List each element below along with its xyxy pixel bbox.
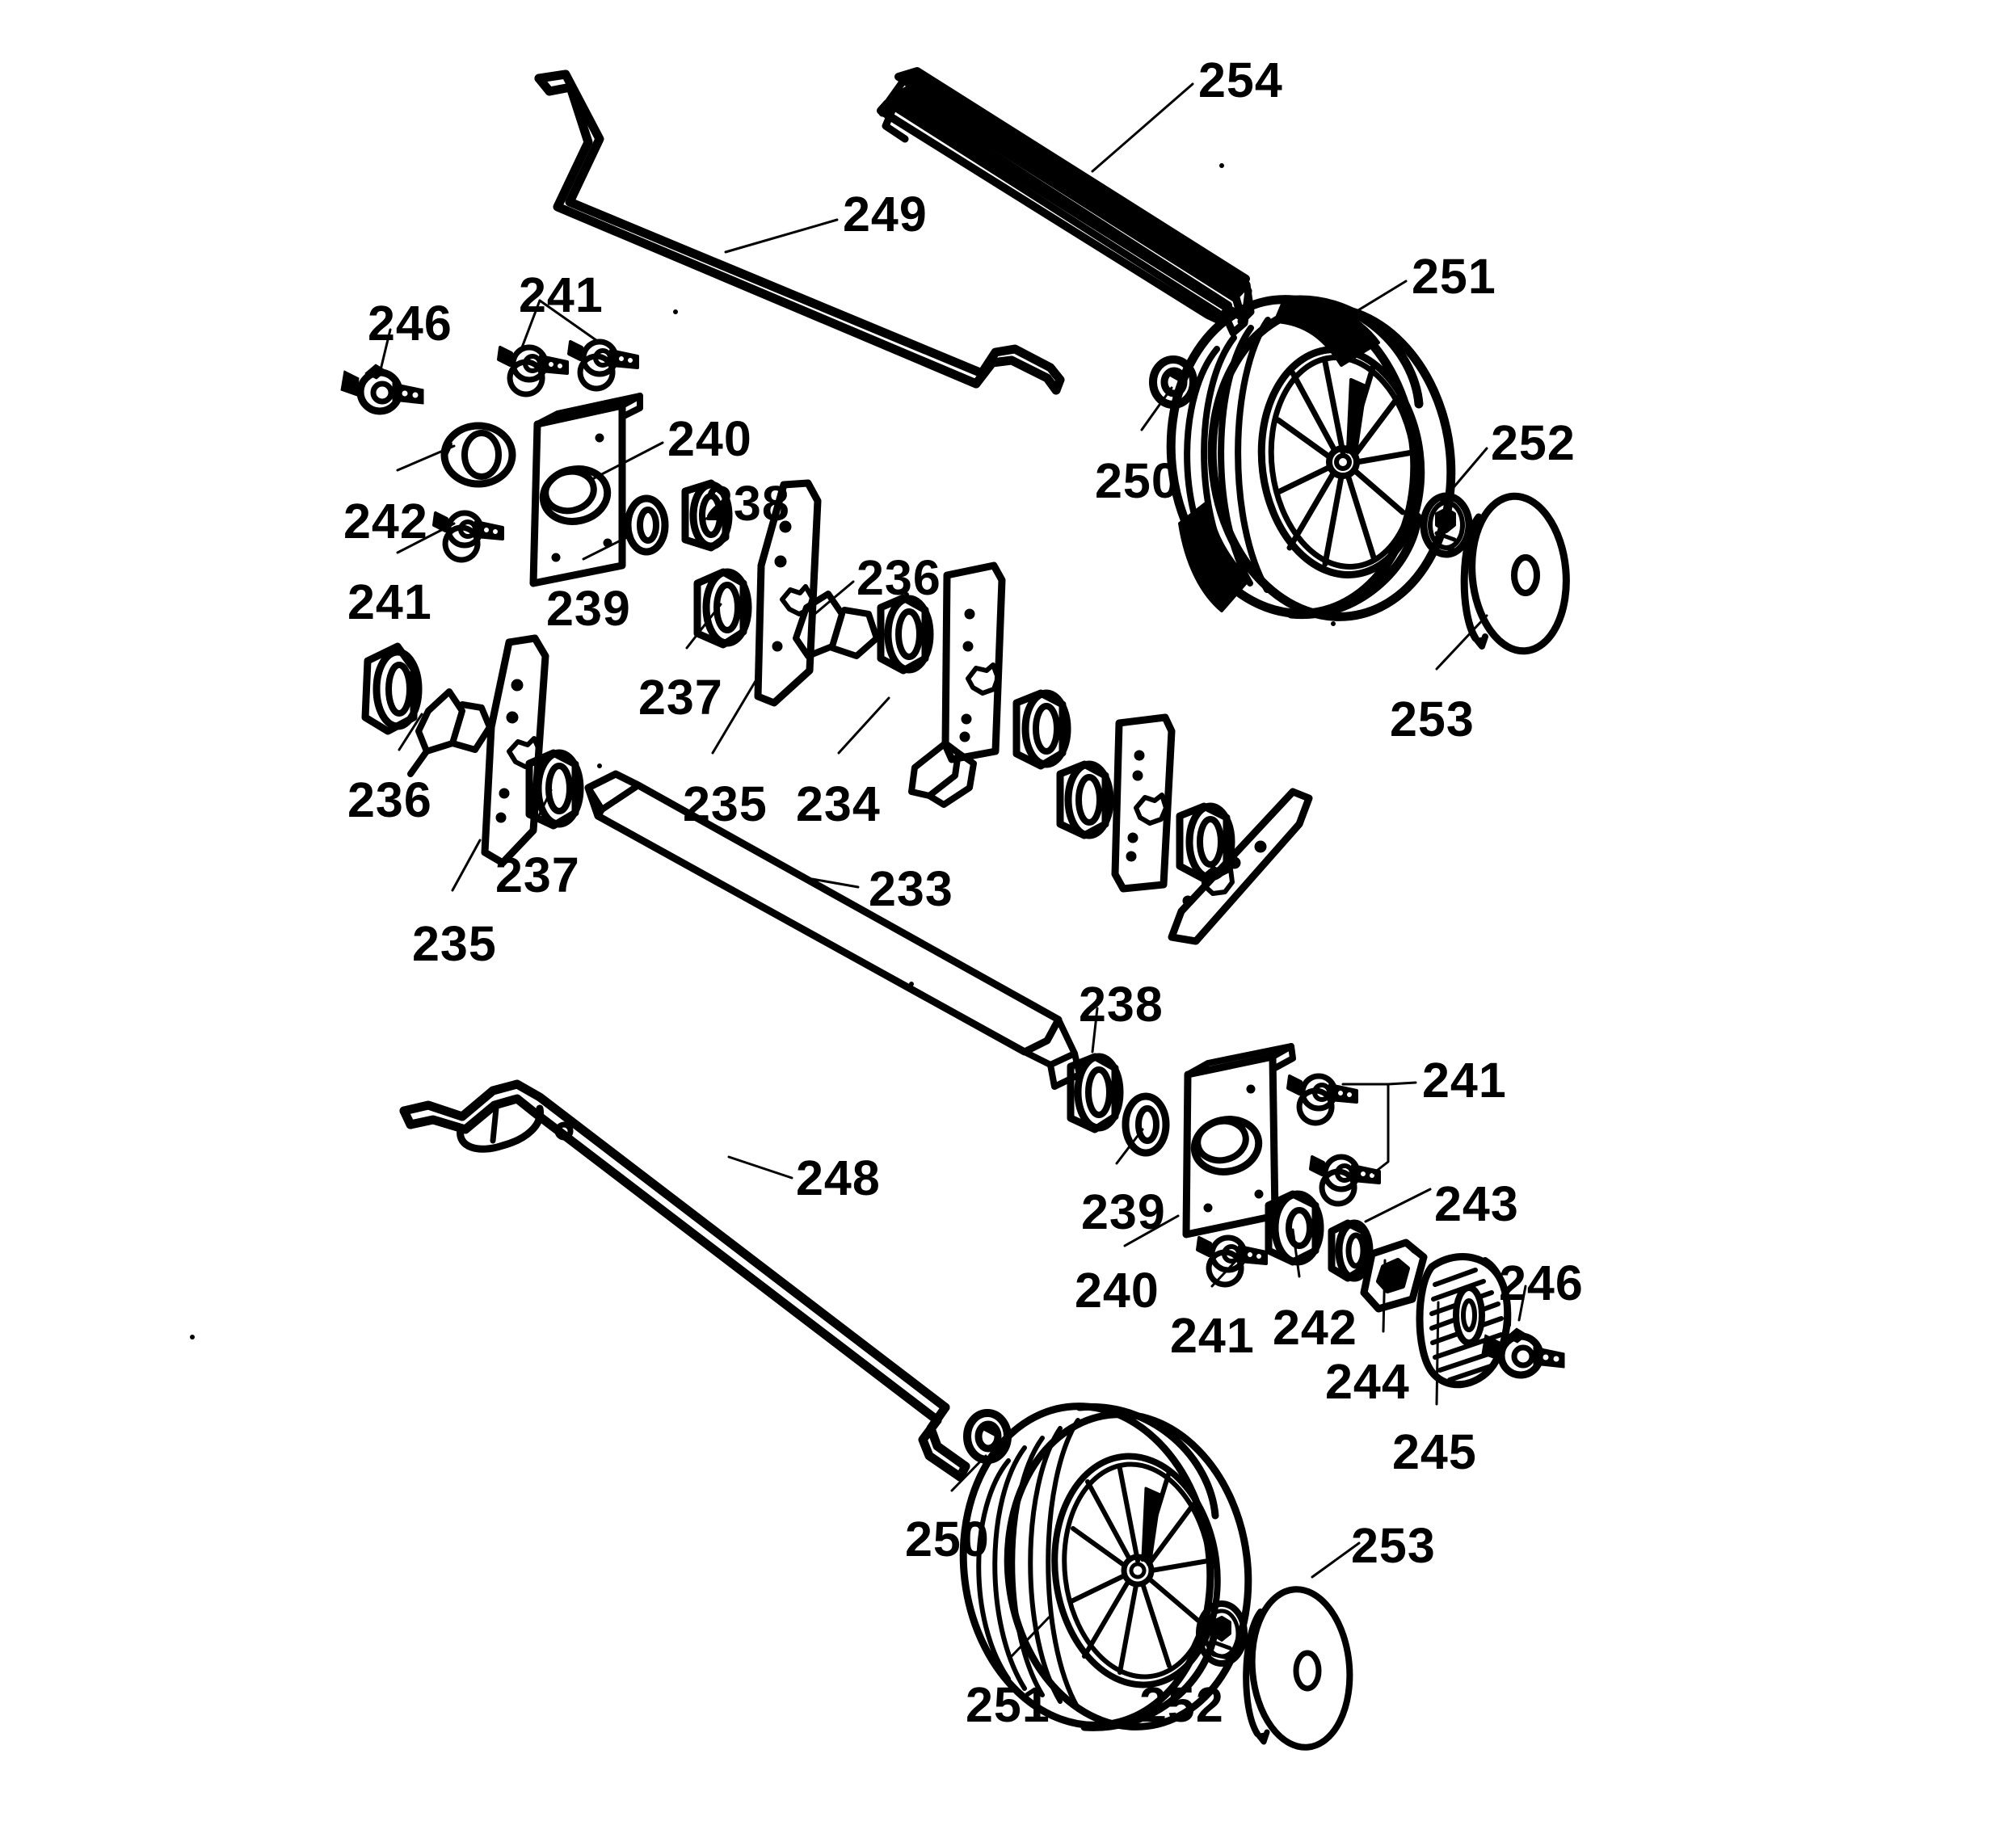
part-250-lock-washer-top bbox=[1149, 355, 1197, 409]
part-254-channel-rail bbox=[877, 67, 1255, 337]
part-245-drive-gear bbox=[1416, 1253, 1512, 1389]
callout-236-top: 236 bbox=[856, 550, 941, 605]
part-252-hub-cap-top bbox=[1420, 492, 1473, 558]
callout-250-top: 250 bbox=[1095, 453, 1180, 508]
part-234-blade-straight bbox=[941, 561, 1006, 763]
part-241-carriage-bolt-lower-b bbox=[1311, 1157, 1379, 1204]
part-236-blade-tip-lower bbox=[361, 642, 423, 735]
part-234-blade-straight-b bbox=[1111, 713, 1176, 893]
part-237-spacer-bushing-b bbox=[877, 594, 934, 675]
callout-236-bottom: 236 bbox=[347, 772, 432, 827]
callout-244: 244 bbox=[1325, 1354, 1410, 1409]
callout-242-bottom: 242 bbox=[1273, 1300, 1357, 1355]
callout-254: 254 bbox=[1198, 53, 1283, 107]
part-244-square-bushing bbox=[1360, 1239, 1428, 1313]
callout-239-top: 239 bbox=[546, 581, 631, 636]
callout-253-top: 253 bbox=[1390, 692, 1475, 746]
part-237-spacer-bushing-a bbox=[693, 568, 752, 649]
part-237-spacer-bushing-c bbox=[1012, 689, 1071, 770]
callout-235-top: 235 bbox=[683, 776, 768, 831]
part-251-wheel-tire-top bbox=[1166, 295, 1456, 621]
callout-240-top: 240 bbox=[667, 411, 752, 466]
part-251-wheel-tire-lower bbox=[959, 1403, 1252, 1731]
leader-lines bbox=[378, 82, 1527, 1658]
callout-248: 248 bbox=[796, 1150, 881, 1205]
callout-241-top: 241 bbox=[519, 267, 604, 322]
callout-251-bottom: 251 bbox=[966, 1677, 1050, 1732]
callout-241-lower-b: 241 bbox=[1170, 1308, 1255, 1363]
callout-238-top: 238 bbox=[705, 476, 790, 531]
callout-249: 249 bbox=[843, 187, 928, 242]
callout-246-bottom: 246 bbox=[1499, 1255, 1584, 1310]
part-248-handle-rod-lower bbox=[399, 1079, 970, 1482]
part-235-blade-angled-right bbox=[1168, 788, 1313, 945]
callout-233: 233 bbox=[869, 861, 953, 916]
part-235-blade-angled-lowerleft bbox=[481, 634, 549, 867]
part-242-spacer-collar-lower bbox=[1265, 1190, 1324, 1266]
part-253-wheel-cover-disc-lower bbox=[1243, 1586, 1353, 1751]
part-241-carriage-bolt-top-c bbox=[434, 513, 503, 560]
part-243-thrust-washer bbox=[1328, 1219, 1374, 1282]
scan-artifacts bbox=[190, 163, 1336, 1339]
part-237-spacer-bushing-f bbox=[525, 749, 584, 830]
part-236-blade-tip-upper bbox=[793, 591, 880, 659]
callout-252-top: 252 bbox=[1491, 415, 1576, 470]
callout-239-bottom: 239 bbox=[1081, 1184, 1166, 1239]
part-246-hex-bolt-top bbox=[341, 364, 423, 411]
part-250-lock-washer-lower bbox=[963, 1409, 1012, 1464]
callout-237-bottom: 237 bbox=[495, 847, 580, 902]
part-253-wheel-cover-disc-top bbox=[1460, 492, 1570, 655]
callout-241-lower: 241 bbox=[1422, 1053, 1507, 1108]
part-240-mounting-bracket-top bbox=[529, 393, 643, 587]
callout-253-bottom: 253 bbox=[1351, 1518, 1436, 1573]
part-252-hub-cap-lower bbox=[1196, 1600, 1248, 1667]
part-235-blade-angled-upper bbox=[754, 479, 822, 707]
part-241-carriage-bolt-top-a bbox=[499, 347, 567, 394]
callout-245: 245 bbox=[1392, 1424, 1477, 1479]
callout-238-bottom: 238 bbox=[1079, 977, 1164, 1032]
part-241-carriage-bolt-top-b bbox=[569, 342, 638, 389]
callout-246-top: 246 bbox=[368, 296, 452, 351]
leader-241-lower bbox=[1341, 1081, 1417, 1175]
callout-241-top-b: 241 bbox=[347, 574, 432, 629]
callout-234: 234 bbox=[796, 776, 881, 831]
part-239-flat-washer-lower bbox=[1122, 1092, 1170, 1157]
callout-252-bottom: 252 bbox=[1139, 1677, 1224, 1732]
callout-250-bottom: 250 bbox=[905, 1512, 990, 1567]
part-241-carriage-bolt-lower-c bbox=[1197, 1238, 1266, 1285]
callout-237-top: 237 bbox=[638, 670, 723, 725]
part-239-flat-washer-top bbox=[624, 494, 669, 556]
callout-243: 243 bbox=[1434, 1176, 1519, 1231]
callout-240-bottom: 240 bbox=[1075, 1263, 1160, 1318]
part-238-sleeve-bushing-top bbox=[681, 479, 733, 552]
callout-235-bottom: 235 bbox=[412, 916, 497, 971]
part-238-sleeve-bushing-lower bbox=[1067, 1053, 1124, 1133]
leader-241-top bbox=[520, 299, 601, 349]
part-242-spacer-collar-top bbox=[440, 422, 516, 488]
part-236-blade-tip-lower-b bbox=[407, 688, 493, 777]
callout-251-top: 251 bbox=[1412, 249, 1496, 304]
part-249-handle-rod-upper bbox=[534, 69, 1065, 395]
part-240-mounting-bracket-lower bbox=[1182, 1043, 1296, 1239]
part-237-spacer-bushing-d bbox=[1056, 760, 1114, 839]
callout-242-top: 242 bbox=[343, 494, 428, 549]
part-235-blade-angled-mid bbox=[908, 740, 977, 808]
